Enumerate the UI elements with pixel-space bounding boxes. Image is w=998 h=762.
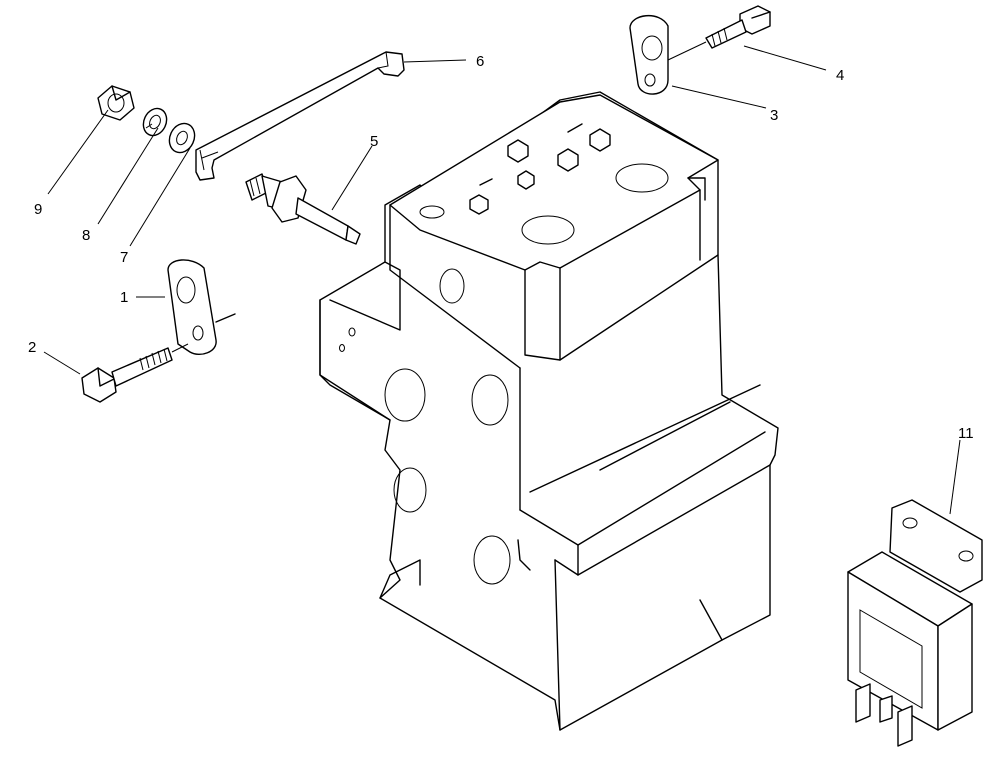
callout-11[interactable]: 11 xyxy=(958,425,974,442)
callout-8[interactable]: 8 xyxy=(82,227,90,244)
bolt-2-icon xyxy=(81,343,189,403)
bracket-3-icon xyxy=(629,15,669,95)
leader-lines xyxy=(43,45,961,515)
callout-3[interactable]: 3 xyxy=(770,107,778,124)
callout-6[interactable]: 6 xyxy=(476,53,484,70)
washer-7-icon xyxy=(168,122,196,154)
callout-9[interactable]: 9 xyxy=(34,201,42,218)
nut-9-icon xyxy=(97,85,135,121)
callout-2[interactable]: 2 xyxy=(28,339,36,356)
sensor-5-icon xyxy=(245,173,361,245)
bolt-4-icon xyxy=(667,5,771,61)
strap-6-icon xyxy=(195,51,405,181)
callout-5[interactable]: 5 xyxy=(370,133,378,150)
washer-8-icon xyxy=(142,107,168,137)
callout-1[interactable]: 1 xyxy=(120,289,128,306)
callout-7[interactable]: 7 xyxy=(120,249,128,266)
bracket-1-icon xyxy=(167,259,236,356)
engine-block-icon xyxy=(319,91,779,731)
head-studs xyxy=(469,123,611,215)
callout-4[interactable]: 4 xyxy=(836,67,844,84)
relay-11-icon xyxy=(847,499,983,747)
